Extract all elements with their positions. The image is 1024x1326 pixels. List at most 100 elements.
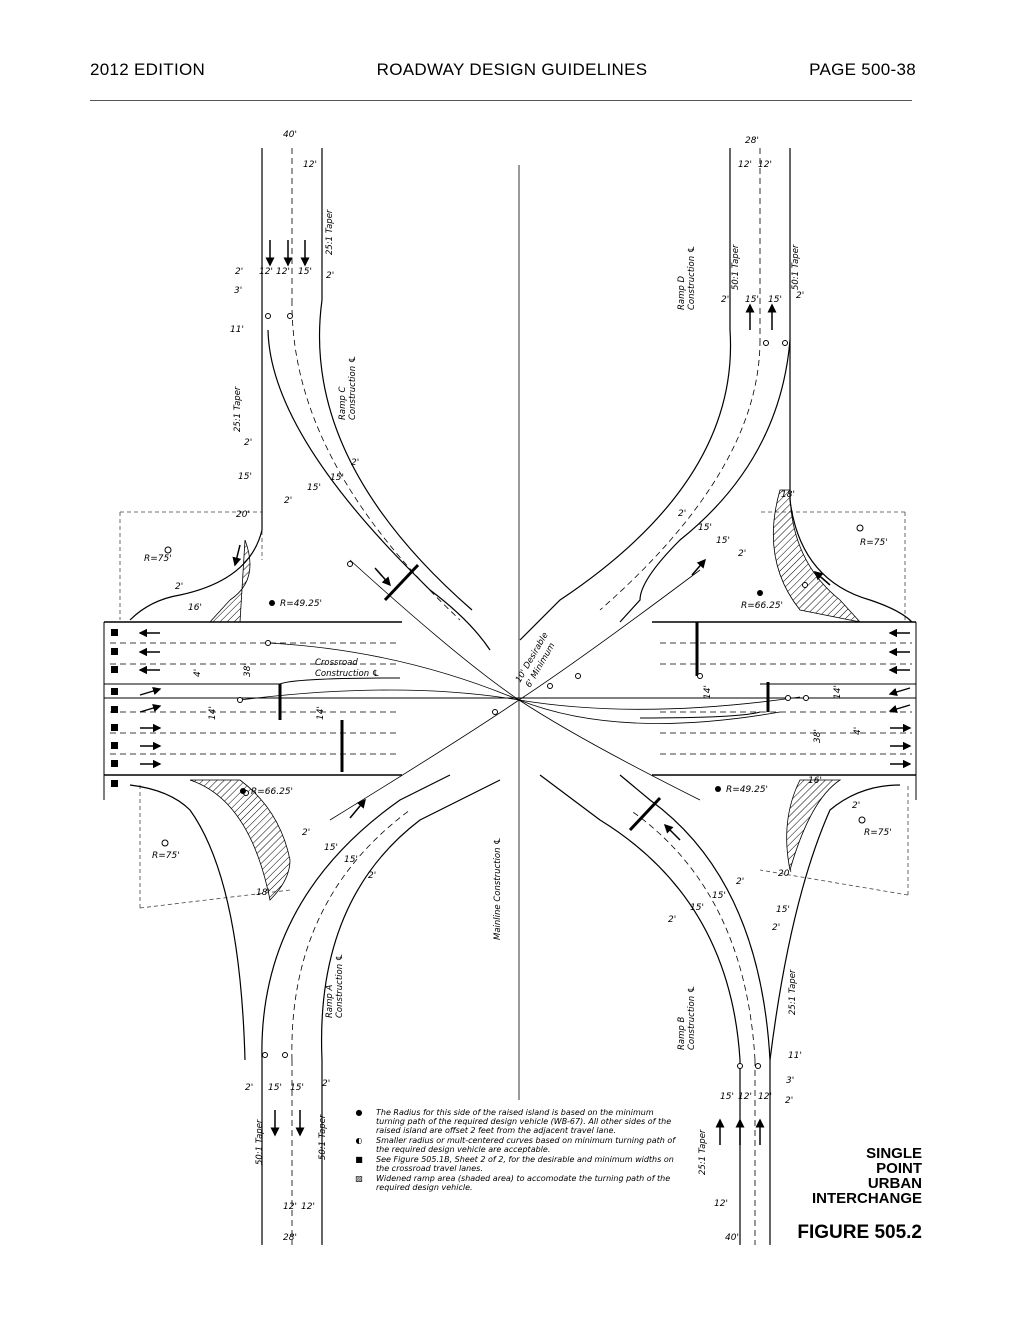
dim-2-ramp-c: 2' <box>284 496 292 506</box>
dim-15b-ramp-b: 15' <box>712 891 726 901</box>
dim-3-br: 3' <box>786 1076 794 1086</box>
dim-15b-ramp-c: 15' <box>330 473 344 483</box>
lane-width-markers <box>111 629 118 787</box>
figure-title-line: SINGLE <box>866 1145 922 1162</box>
dim-2-ramp-a: 2' <box>302 828 310 838</box>
taper-ul-top: 25:1 Taper <box>325 209 335 255</box>
dim-4-right: 4' <box>853 727 863 735</box>
ramp-d-label: Ramp D <box>677 276 687 310</box>
ramp-a <box>129 774 501 1245</box>
radius-label-lr-island: R=49.25' <box>726 785 768 795</box>
note-text: See Figure 505.1B, Sheet 2 of 2, for the… <box>376 1155 674 1173</box>
note-item: ◐ Smaller radius or mult-centered curves … <box>348 1136 678 1154</box>
dim-11-top: 11' <box>230 325 244 335</box>
ramp-b-construction: Construction ℄ <box>687 986 697 1050</box>
note-item: ▨Widened ramp area (shaded area) to acco… <box>348 1174 678 1192</box>
dim-top-left-12: 12' <box>303 160 317 170</box>
dim-2-br-corner: 2' <box>852 801 860 811</box>
dim-12-bl-a: 12' <box>283 1202 297 1212</box>
dim-16-corner: 16' <box>188 603 202 613</box>
notes: ● The Radius for this side of the raised … <box>348 1108 678 1193</box>
dim-15-top: 15' <box>298 267 312 277</box>
ramp-d-construction: Construction ℄ <box>687 246 697 310</box>
dim-12-br-a: 12' <box>738 1092 752 1102</box>
note-symbol: ● <box>355 1108 363 1117</box>
dim-11-br: 11' <box>788 1051 802 1061</box>
radius-markers <box>161 524 866 847</box>
radius-label-ul: R=75' <box>144 554 172 564</box>
dimension-labels: 40' 12' 2' 12' 12' 15' 2' 3' 11' 2' 15' … <box>175 130 863 1243</box>
dim-14-center: 14' <box>316 706 326 720</box>
note-text: The Radius for this side of the raised i… <box>376 1108 672 1135</box>
dim-14-right-a: 14' <box>703 685 713 699</box>
mainline-label: Mainline Construction ℄ <box>493 837 503 940</box>
dim-2-br: 2' <box>772 923 780 933</box>
dim-38-right: 38' <box>813 729 823 743</box>
crossroad <box>103 621 917 800</box>
taper-bl-a: 50:1 Taper <box>255 1119 265 1165</box>
dim-2-top: 2' <box>326 271 334 281</box>
dim-3-top: 3' <box>234 286 242 296</box>
note-symbol: ◐ <box>355 1136 363 1145</box>
dim-14-right-b: 14' <box>833 685 843 699</box>
dim-14-left: 14' <box>208 706 218 720</box>
taper-ul-left: 25:1 Taper <box>233 386 243 432</box>
dim-12-br-b: 12' <box>758 1092 772 1102</box>
dim-15-ramp-a: 15' <box>324 843 338 853</box>
ramp-c <box>129 148 491 651</box>
control-points <box>237 313 809 1069</box>
dim-12-tr-b: 12' <box>758 160 772 170</box>
note-text: Smaller radius or mult-centered curves b… <box>376 1136 676 1154</box>
figure-title-line: POINT <box>876 1160 922 1177</box>
dim-15-ramp-d: 15' <box>698 523 712 533</box>
ramp-c-label: Ramp C <box>338 387 348 420</box>
dim-2-corner: 2' <box>175 582 183 592</box>
dim-20-br: 20' <box>778 869 792 879</box>
document-title: ROADWAY DESIGN GUIDELINES <box>376 60 648 79</box>
radius-label-ur: R=75' <box>860 538 888 548</box>
dim-15-tr-a: 15' <box>745 295 759 305</box>
ramp-b <box>539 774 901 1245</box>
dim-12-tr-a: 12' <box>738 160 752 170</box>
dim-12-br-c: 12' <box>714 1199 728 1209</box>
ramp-arrows <box>232 240 831 1145</box>
dim-15-ramp-c: 15' <box>307 483 321 493</box>
dim-15b-ramp-d: 15' <box>716 536 730 546</box>
ramp-a-construction: Construction ℄ <box>335 954 345 1018</box>
taper-ur-b: 50:1 Taper <box>791 244 801 290</box>
dim-2b-bl: 2' <box>322 1079 330 1089</box>
taper-bl-b: 50:1 Taper <box>318 1114 328 1160</box>
figure-title-line: URBAN <box>867 1175 922 1192</box>
crossroad-label: Crossroad <box>315 658 358 668</box>
dim-2-bl: 2' <box>245 1083 253 1093</box>
dim-12c: 12' <box>276 267 290 277</box>
header-rule <box>90 100 912 101</box>
dim-15-bl: 15' <box>268 1083 282 1093</box>
ramp-c-construction: Construction ℄ <box>348 356 358 420</box>
note-item: ■ See Figure 505.1B, Sheet 2 of 2, for th… <box>348 1155 678 1173</box>
taper-br-b: 25:1 Taper <box>698 1129 708 1175</box>
dim-28-bl: 28' <box>283 1233 297 1243</box>
dim-18-tr: 18' <box>781 490 795 500</box>
dim-15-tr-b: 15' <box>768 295 782 305</box>
dim-38-left: 38' <box>243 663 253 677</box>
note-symbol: ■ <box>355 1155 363 1164</box>
ramp-b-label: Ramp B <box>677 1017 687 1050</box>
crossroad-construction: Construction ℄ <box>315 669 379 679</box>
dim-15-left: 15' <box>238 472 252 482</box>
dim-2b-ramp-c: 2' <box>351 458 359 468</box>
radius-label-ll: R=75' <box>152 851 180 861</box>
ramp-a-label: Ramp A <box>325 985 335 1018</box>
note-symbol: ▨ <box>355 1174 363 1183</box>
dim-2-tr-b: 2' <box>796 291 804 301</box>
dim-2b-ramp-b: 2' <box>736 877 744 887</box>
taper-br: 25:1 Taper <box>788 969 798 1015</box>
radius-label-ul-island: R=49.25' <box>280 599 322 609</box>
dim-15-br: 15' <box>776 905 790 915</box>
dim-20-left: 20' <box>236 510 250 520</box>
dim-top-right-28: 28' <box>745 136 759 146</box>
dim-4-left: 4' <box>193 669 203 677</box>
dim-12b: 12' <box>259 267 273 277</box>
dim-2-ramp-b: 2' <box>668 915 676 925</box>
